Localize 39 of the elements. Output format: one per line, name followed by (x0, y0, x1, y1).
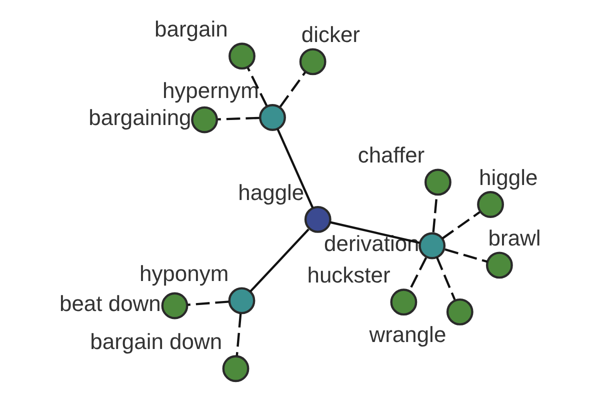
node-circle (191, 106, 218, 134)
node-label: beat down (59, 290, 161, 316)
node-circle (304, 206, 332, 233)
node-label: bargain (154, 16, 228, 42)
connector (246, 67, 268, 106)
node-label: higgle (479, 164, 538, 190)
connector (249, 228, 310, 292)
node-circle (390, 288, 418, 316)
connector (436, 256, 456, 300)
node-circle (418, 232, 446, 260)
node-label: haggle (238, 180, 304, 205)
node-label: hyponym (139, 261, 229, 286)
connector (236, 314, 242, 356)
node-circle (299, 48, 326, 76)
node-circle (486, 252, 513, 279)
node-label: bargaining (88, 105, 192, 130)
node-circle (228, 287, 256, 314)
node-circle (161, 292, 188, 320)
node-label: derivation (324, 230, 420, 256)
node-circle (228, 42, 256, 70)
connector (330, 221, 420, 244)
node-label: hypernym (162, 78, 259, 103)
node-label: chaffer (358, 142, 425, 168)
connector (444, 248, 488, 263)
connector (279, 72, 306, 108)
node-label: wrangle (369, 322, 446, 347)
node-label: dicker (301, 22, 360, 48)
node-circle (222, 355, 250, 382)
node-circle (477, 191, 504, 218)
node-circle (424, 168, 452, 196)
connector (218, 116, 260, 120)
node-circle (446, 298, 474, 326)
node-label: huckster (307, 262, 390, 288)
node-circle (259, 104, 286, 131)
connector (188, 300, 229, 306)
node-label: bargain down (90, 329, 222, 354)
connector (442, 211, 480, 240)
connector (276, 128, 314, 208)
node-label: brawl (488, 226, 541, 251)
